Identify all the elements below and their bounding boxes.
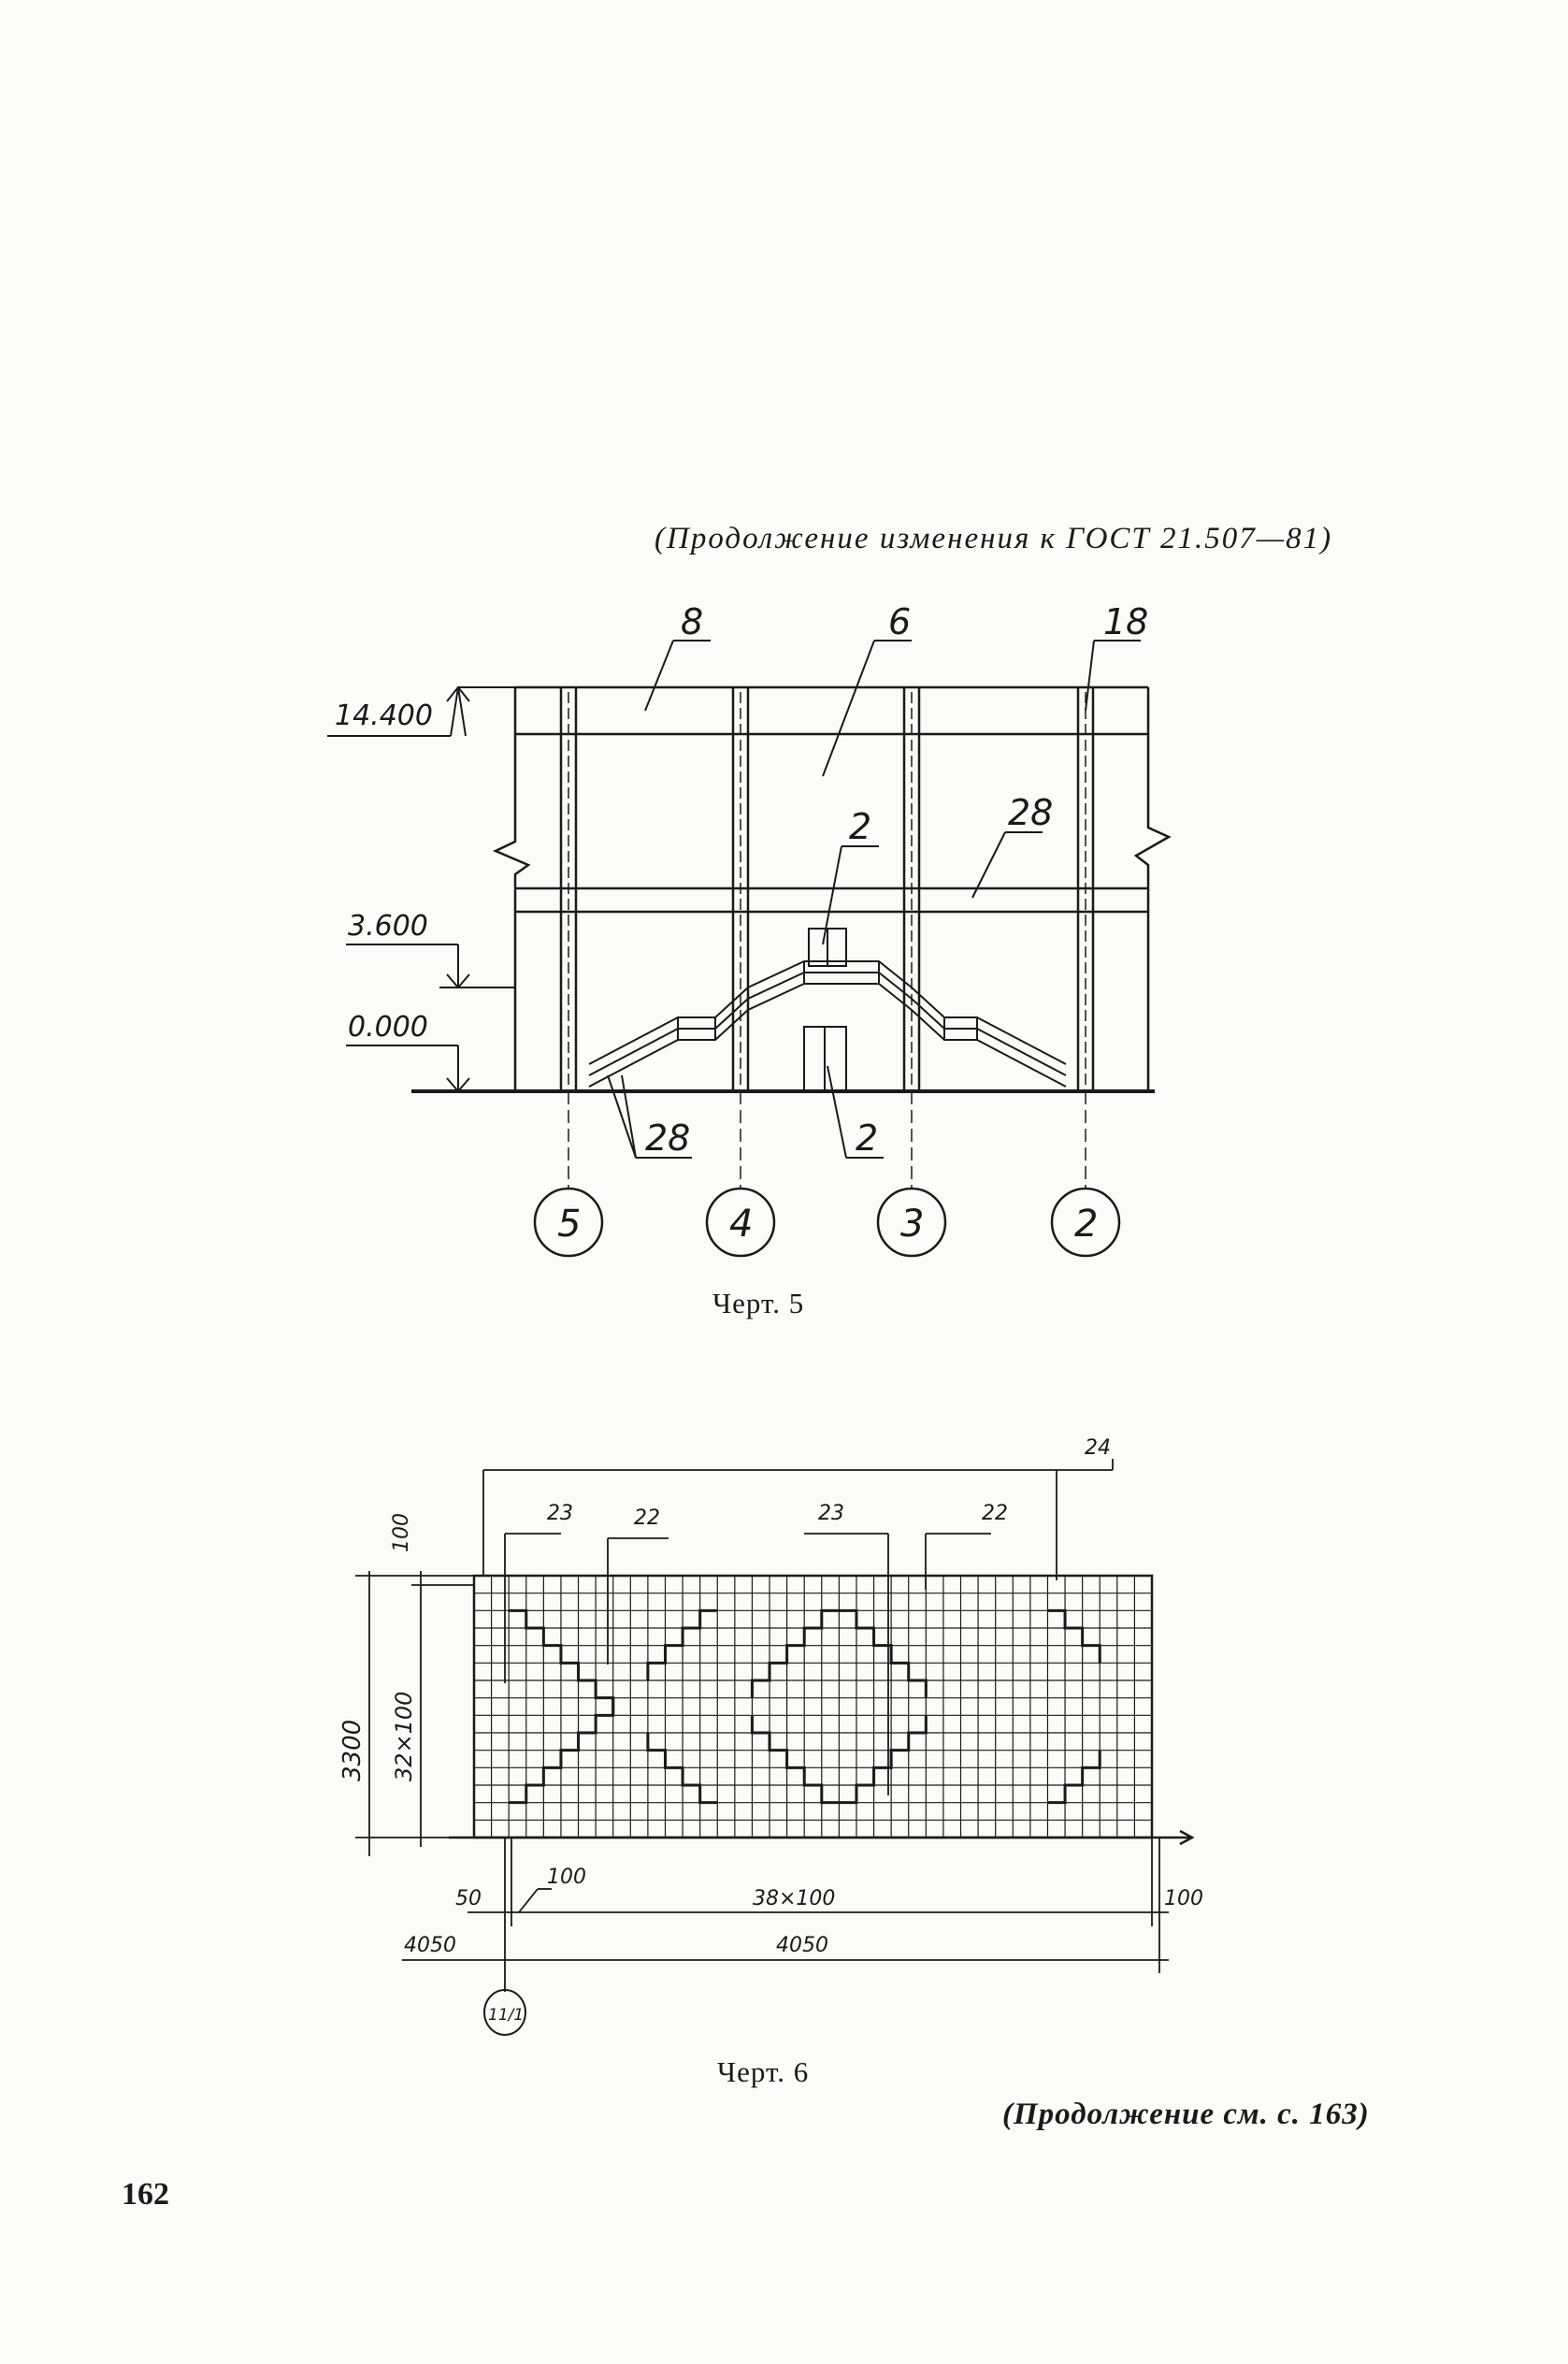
- level-14400: 14.400: [335, 699, 433, 732]
- column-axis-5: [559, 687, 578, 1091]
- callout-8: 8: [681, 601, 703, 642]
- callout-18: 18: [1103, 601, 1148, 642]
- dim-100-bottom: 100: [547, 1866, 586, 1889]
- axis-label-4: 4: [729, 1203, 753, 1246]
- grid-callout-23-right: 23: [818, 1502, 844, 1525]
- brick-pattern-outline: [509, 1608, 1101, 1805]
- dim-3300: 3300: [338, 1720, 367, 1781]
- drawing-5-caption: Черт. 5: [712, 1287, 805, 1319]
- pattern-step-line: [839, 1608, 928, 1698]
- dim-50: 50: [455, 1887, 482, 1910]
- pattern-step-line: [646, 1608, 718, 1680]
- dim-100-right: 100: [1164, 1887, 1203, 1910]
- callout-2-lower: 2: [856, 1117, 878, 1159]
- grid-callout-22-left: 22: [634, 1506, 660, 1530]
- dim-38x100: 38×100: [753, 1887, 835, 1910]
- column-axis-3: [902, 687, 921, 1091]
- axis-bubble-5: [533, 1187, 604, 1258]
- page-header: (Продолжение изменения к ГОСТ 21.507—81): [655, 522, 1333, 555]
- grid-callout-leaders: [482, 1459, 1114, 1795]
- grid-lines: [473, 1575, 1153, 1838]
- elevation-frame: [411, 685, 1172, 1093]
- doors: [803, 928, 847, 1092]
- pattern-step-line: [750, 1715, 840, 1805]
- bottom-dimensions: [402, 1838, 1169, 1992]
- axis-lines: [568, 1091, 1086, 1188]
- grid-outline: [449, 1574, 1195, 1846]
- pattern-step-line: [509, 1608, 615, 1716]
- callout-28-lower: 28: [645, 1117, 690, 1159]
- dim-32x100: 32×100: [391, 1692, 417, 1781]
- pattern-step-line: [1047, 1608, 1101, 1664]
- continuation-note: (Продолжение см. с. 163): [1002, 2097, 1370, 2131]
- level-marks: [327, 685, 515, 1093]
- axis-bubble-2: [1050, 1187, 1121, 1258]
- grid-callout-24: 24: [1085, 1436, 1111, 1460]
- grid-callout-23-left: 23: [547, 1502, 573, 1525]
- axis-label-2: 2: [1074, 1203, 1098, 1246]
- pattern-step-line: [646, 1733, 718, 1805]
- callout-leaders: [607, 640, 1141, 1159]
- level-0000: 0.000: [348, 1011, 428, 1044]
- pattern-step-line: [750, 1608, 840, 1698]
- grid-callout-22-right: 22: [982, 1502, 1008, 1525]
- callout-2-upper: 2: [849, 806, 871, 847]
- axis-bubble-4: [705, 1187, 776, 1258]
- left-dimensions: [355, 1571, 474, 1856]
- axis-bubble-3: [876, 1187, 947, 1258]
- pattern-step-line: [509, 1697, 615, 1805]
- axis-bubble-11-1: [483, 1989, 526, 2036]
- dim-4050-left: 4050: [404, 1934, 456, 1957]
- columns: [559, 687, 1095, 1091]
- pattern-step-line: [839, 1715, 928, 1805]
- column-axis-2: [1076, 687, 1095, 1091]
- axis-label-5: 5: [557, 1203, 581, 1246]
- stairs: [588, 960, 1067, 1088]
- callout-6: 6: [888, 601, 911, 642]
- axis-label-11-1: 11/1: [488, 2006, 524, 2025]
- drawing-6-caption: Черт. 6: [717, 2055, 810, 2088]
- dim-4050: 4050: [776, 1934, 828, 1957]
- level-3600: 3.600: [348, 910, 428, 943]
- callout-28-upper: 28: [1008, 792, 1053, 833]
- pattern-step-line: [1047, 1750, 1101, 1805]
- page-number: 162: [122, 2177, 169, 2212]
- dim-100-left: 100: [390, 1513, 413, 1552]
- axis-label-3: 3: [900, 1203, 924, 1246]
- axis-bubbles: [533, 1187, 1121, 1258]
